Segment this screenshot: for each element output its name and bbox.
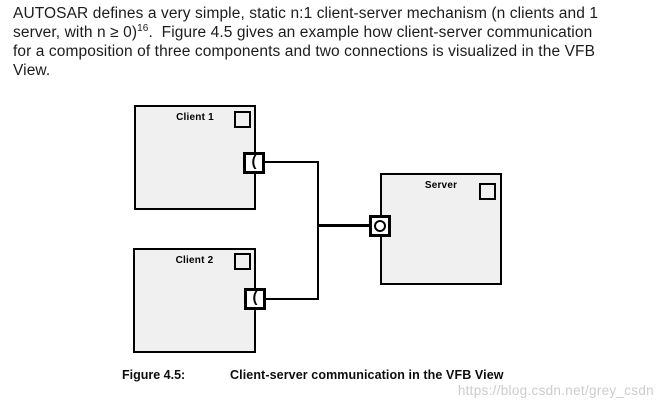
paragraph-line-2: server, with n ≥ 0)16. Figure 4.5 gives …: [13, 23, 653, 42]
connector-client2-horizontal: [265, 298, 319, 300]
component-type-icon: [234, 253, 251, 270]
paragraph-line-1: AUTOSAR defines a very simple, static n:…: [13, 5, 599, 22]
figure-caption-title: Client-server communication in the VFB V…: [230, 368, 504, 382]
component-server: Server: [380, 173, 502, 285]
component-client1: Client 1: [134, 105, 256, 210]
component-client2-label: Client 2: [175, 255, 214, 266]
component-client1-label: Client 1: [176, 112, 214, 123]
watermark-url: https://blog.csdn.net/grey_csdn: [457, 383, 654, 398]
paragraph-line-2-pre: server, with n ≥ 0): [13, 24, 138, 41]
figure-caption-number: Figure 4.5:: [122, 368, 186, 382]
connector-client1-horizontal: [264, 161, 319, 163]
client2-require-port: (: [244, 288, 266, 310]
server-provide-port: [369, 215, 391, 237]
client1-require-port: (: [243, 152, 265, 174]
provide-port-circle-icon: [374, 220, 386, 232]
footnote-reference: 16: [137, 22, 149, 34]
intro-paragraph: AUTOSAR defines a very simple, static n:…: [13, 4, 653, 80]
component-server-label: Server: [424, 180, 458, 191]
require-port-icon: (: [252, 289, 258, 306]
require-port-icon: (: [251, 153, 257, 170]
component-type-icon: [479, 183, 496, 200]
connector-vertical-bus: [317, 161, 319, 300]
connector-to-server: [317, 224, 370, 227]
paragraph-line-3: for a composition of three components an…: [13, 43, 596, 60]
paragraph-line-4: View.: [13, 62, 51, 79]
component-client2: Client 2: [133, 248, 256, 353]
component-type-icon: [234, 111, 251, 128]
paragraph-line-2-post: . Figure 4.5 gives an example how client…: [148, 24, 593, 41]
